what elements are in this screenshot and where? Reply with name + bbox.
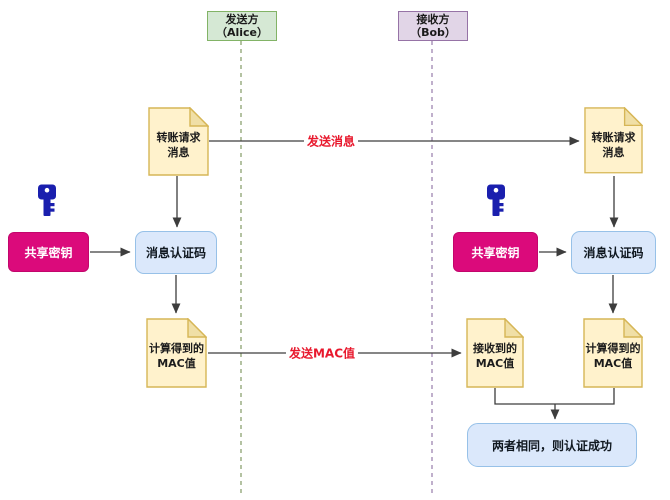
mac-box-right: 消息认证码: [571, 231, 656, 274]
document-icon: [584, 107, 643, 174]
doc-label: MAC值: [593, 357, 633, 370]
key-icon-right: [487, 184, 505, 216]
mac-box-label: 消息认证码: [145, 246, 206, 260]
doc-computed-mac-left: 计算得到的 MAC值: [146, 318, 207, 388]
doc-label: 计算得到的: [149, 342, 204, 355]
sender-name: 发送方: [225, 13, 259, 26]
doc-label: 接收到的: [473, 342, 517, 355]
mac-box-left: 消息认证码: [135, 231, 217, 274]
doc-received-mac: 接收到的 MAC值: [466, 318, 524, 388]
receiver-alias: （Bob）: [410, 26, 456, 39]
receiver-actor-box: 接收方 （Bob）: [398, 11, 468, 41]
send-message-label: 发送消息: [303, 132, 359, 150]
result-label: 两者相同，则认证成功: [491, 438, 612, 453]
shared-key-label: 共享密钥: [24, 245, 73, 260]
receiver-name: 接收方: [416, 13, 450, 26]
doc-label: 计算得到的: [585, 342, 641, 355]
shared-key-label: 共享密钥: [471, 245, 520, 260]
doc-computed-mac-right: 计算得到的 MAC值: [583, 318, 643, 388]
doc-label: MAC值: [475, 357, 515, 370]
mac-box-label: 消息认证码: [583, 246, 644, 260]
document-icon: [583, 318, 643, 388]
doc-transfer-request-left: 转账请求 消息: [148, 107, 209, 176]
doc-label: 消息: [602, 145, 625, 159]
shared-key-box-right: 共享密钥: [453, 232, 538, 272]
document-icon: [146, 318, 207, 388]
doc-label: 转账请求: [591, 130, 636, 144]
doc-label: 转账请求: [156, 130, 201, 144]
document-icon: [466, 318, 524, 388]
key-icon-left: [38, 184, 56, 216]
sender-alias: （Alice）: [215, 26, 269, 39]
shared-key-box-left: 共享密钥: [8, 232, 89, 272]
doc-label: 消息: [167, 145, 190, 159]
result-box: 两者相同，则认证成功: [467, 423, 637, 467]
doc-transfer-request-right: 转账请求 消息: [584, 107, 643, 176]
doc-label: MAC值: [157, 357, 196, 370]
merge-connector: [494, 388, 615, 405]
document-icon: [148, 107, 209, 176]
sender-actor-box: 发送方 （Alice）: [207, 11, 277, 41]
send-mac-label: 发送MAC值: [285, 344, 359, 362]
